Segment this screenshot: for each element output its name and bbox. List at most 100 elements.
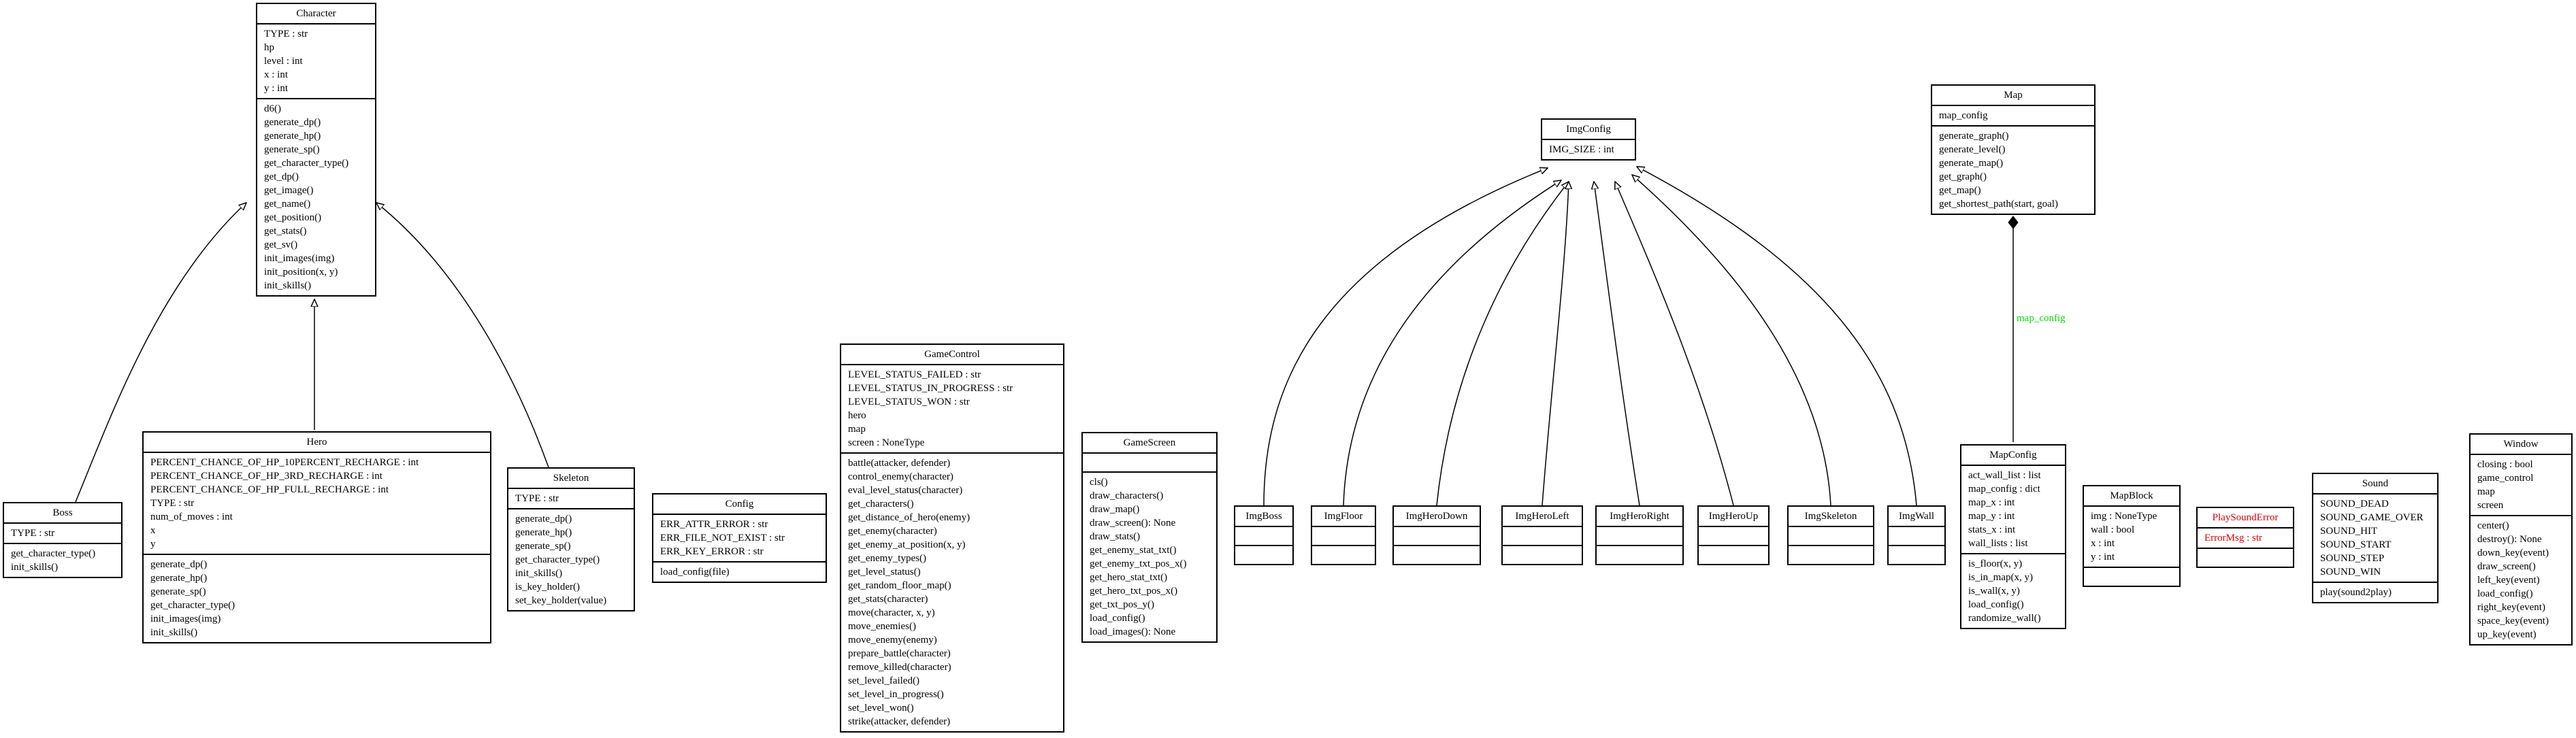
method-item: init_skills(): [264, 280, 312, 291]
attributes-section: [1597, 527, 1682, 545]
attribute-item: SOUND_WIN: [2320, 567, 2381, 577]
methods-section: play(sound2play): [2313, 582, 2437, 602]
attribute-item: SOUND_HIT: [2320, 526, 2378, 537]
attribute-item: y : int: [2091, 552, 2115, 563]
class-imgwall: ImgWall: [1887, 505, 1946, 565]
method-item: set_level_won(): [848, 703, 914, 714]
methods-section: [1503, 545, 1582, 564]
method-item: get_character_type(): [515, 554, 600, 565]
method-item: generate_dp(): [150, 559, 208, 570]
attribute-item: TYPE : str: [11, 528, 55, 539]
edge-imgboss-imgconfig: [1263, 168, 1548, 506]
class-name: Sound: [2313, 474, 2437, 494]
class-imgskeleton: ImgSkeleton: [1787, 505, 1874, 565]
attribute-item: x: [150, 525, 156, 536]
method-item: generate_hp(): [264, 131, 321, 141]
method-item: is_floor(x, y): [1968, 558, 2023, 569]
methods-section: generate_dp()generate_hp()generate_sp()g…: [508, 508, 634, 610]
attribute-item: SOUND_GAME_OVER: [2320, 512, 2424, 523]
method-item: get_character_type(): [150, 600, 235, 611]
method-item: get_hero_stat_txt(): [1090, 572, 1168, 583]
attribute-item: ERR_FILE_NOT_EXIST : str: [660, 533, 785, 543]
attribute-item: map_config: [1939, 110, 1988, 121]
method-item: get_character_type(): [264, 158, 349, 169]
method-item: load_config(): [2477, 588, 2533, 599]
class-mapconfig: MapConfig act_wall_list : list map_config…: [1960, 444, 2066, 629]
attribute-item: hp: [264, 42, 274, 53]
methods-section: get_character_type()init_skills(): [4, 543, 121, 577]
attribute-item: map_y : int: [1968, 511, 2015, 522]
method-item: space_key(event): [2477, 616, 2549, 626]
composition-diamond: [2008, 216, 2019, 229]
class-name: ImgWall: [1889, 507, 1944, 527]
method-item: play(sound2play): [2320, 587, 2392, 598]
attribute-item: map_config : dict: [1968, 484, 2040, 494]
attribute-item: ERR_KEY_ERROR : str: [660, 546, 764, 557]
class-hero: Hero PERCENT_CHANCE_OF_HP_10PERCENT_RECH…: [142, 431, 491, 643]
class-name: MapBlock: [2084, 486, 2179, 507]
method-item: control_enemy(character): [848, 471, 953, 482]
attribute-item: TYPE : str: [264, 29, 308, 39]
method-item: move_enemy(enemy): [848, 635, 937, 645]
method-item: get_character_type(): [11, 548, 96, 559]
methods-section: generate_graph()generate_level()generate…: [1932, 125, 2094, 214]
method-item: get_level_status(): [848, 567, 921, 577]
method-item: is_in_map(x, y): [1968, 572, 2033, 583]
class-name: ImgHeroRight: [1597, 507, 1682, 527]
edge-imgherodown-imgconfig: [1436, 182, 1569, 506]
attribute-item: num_of_moves : int: [150, 511, 233, 522]
method-item: init_position(x, y): [264, 267, 338, 278]
class-imgherodown: ImgHeroDown: [1392, 505, 1481, 565]
class-name: Config: [653, 494, 826, 515]
class-name: PlaySoundError: [2198, 508, 2293, 529]
attribute-item: wall : bool: [2091, 524, 2135, 535]
method-item: set_level_in_progress(): [848, 689, 944, 700]
method-item: load_config(): [1968, 599, 2024, 610]
class-name: MapConfig: [1961, 446, 2065, 466]
edge-imgfloor-imgconfig: [1343, 180, 1561, 506]
class-name: Hero: [144, 433, 490, 453]
method-item: generate_hp(): [515, 527, 572, 538]
attribute-item: x : int: [2091, 538, 2115, 549]
method-item: move_enemies(): [848, 621, 916, 632]
edge-boss-character: [75, 203, 246, 503]
method-item: remove_killed(character): [848, 662, 951, 673]
method-item: draw_map(): [1090, 504, 1140, 515]
method-item: get_stats(): [264, 226, 307, 237]
method-item: down_key(event): [2477, 548, 2549, 558]
attribute-item: PERCENT_CHANCE_OF_HP_3RD_RECHARGE : int: [150, 471, 382, 482]
attribute-item: y : int: [264, 83, 289, 94]
attribute-item: map: [848, 424, 866, 435]
class-name: ImgBoss: [1235, 507, 1292, 527]
methods-section: [1312, 545, 1375, 564]
attributes-section: ErrorMsg : str: [2198, 529, 2293, 548]
attributes-section: map_config: [1932, 106, 2094, 125]
method-item: draw_stats(): [1090, 531, 1141, 542]
method-item: right_key(event): [2477, 602, 2545, 613]
attribute-item: TYPE : str: [515, 493, 559, 504]
attribute-item: LEVEL_STATUS_WON : str: [848, 397, 970, 407]
class-skeleton: Skeleton TYPE : str generate_dp()generat…: [507, 467, 635, 611]
class-name: GameControl: [841, 345, 1063, 365]
edge-imgheroright-imgconfig: [1594, 182, 1640, 506]
class-name: Window: [2471, 435, 2571, 455]
attribute-item: game_control: [2477, 473, 2534, 484]
method-item: generate_level(): [1939, 144, 2006, 155]
class-imgconfig: ImgConfig IMG_SIZE : int: [1541, 118, 1636, 161]
method-item: battle(attacker, defender): [848, 458, 951, 469]
method-item: generate_dp(): [264, 117, 321, 128]
method-item: get_distance_of_hero(enemy): [848, 512, 971, 523]
method-item: get_dp(): [264, 171, 299, 182]
attribute-item: LEVEL_STATUS_IN_PROGRESS : str: [848, 383, 1013, 394]
class-name: Character: [257, 4, 375, 24]
method-item: draw_characters(): [1090, 490, 1164, 501]
method-item: randomize_wall(): [1968, 613, 2041, 624]
method-item: get_position(): [264, 212, 322, 223]
attribute-item: act_wall_list : list: [1968, 470, 2041, 481]
